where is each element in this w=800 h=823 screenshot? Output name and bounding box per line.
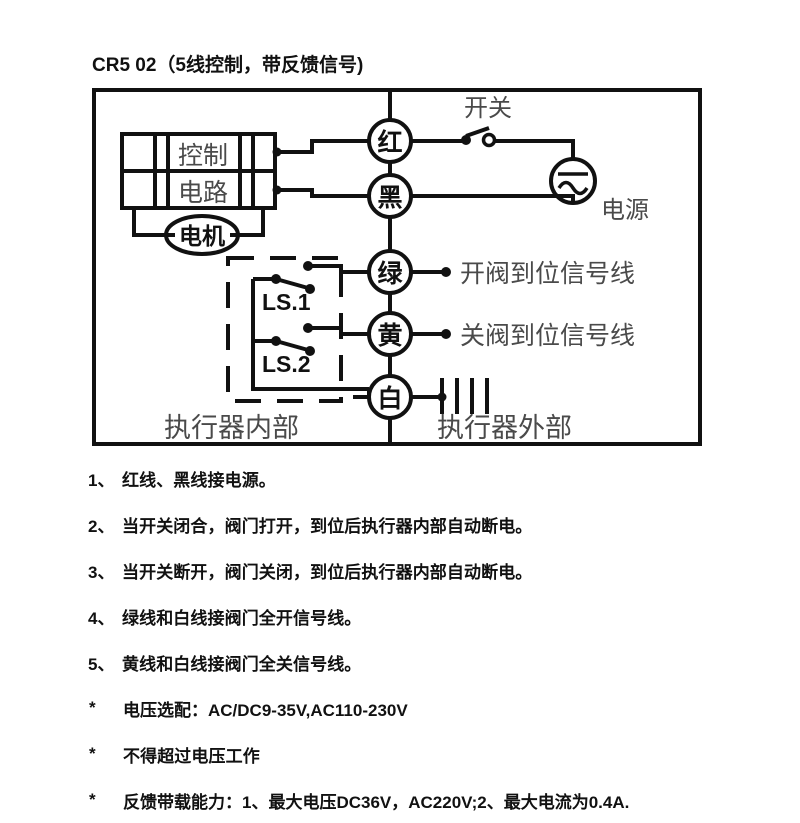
note-marker: 1、	[88, 470, 115, 490]
page-title: CR5 02（5线控制，带反馈信号)	[92, 55, 364, 76]
external-power-circuit: 开关 电源	[411, 95, 649, 224]
common-terminal-symbol	[411, 378, 489, 414]
note-item: * 不得超过电压工作	[0, 731, 800, 777]
switch-blade	[465, 126, 490, 138]
limit-switch-network: LS.1 LS.2	[251, 261, 371, 399]
note-marker: 3、	[88, 562, 115, 582]
motor-group: 电机	[132, 208, 265, 256]
diagram-frame	[92, 88, 702, 446]
switch-label: 开关	[464, 95, 512, 122]
sine-wave-icon	[557, 180, 589, 196]
motor-label: 电机	[179, 224, 225, 249]
wire-terminal-yellow-label: 黄	[377, 322, 402, 350]
note-marker: 2、	[88, 516, 115, 536]
wire-terminals: 红 黑 绿 黄 白	[367, 118, 413, 420]
note-text: 当开关断开，阀门关闭，到位后执行器内部自动断电。	[122, 562, 533, 582]
zone-label-internal: 执行器内部	[164, 413, 299, 443]
signal-output-leads: 开阀到位信号线 关阀到位信号线	[411, 260, 635, 350]
zone-label-external: 执行器外部	[437, 413, 572, 443]
wire-terminal-green-label: 绿	[377, 259, 403, 288]
control-circuit-block: 控制 电路	[120, 132, 277, 210]
limit-switch-1-label: LS.1	[262, 289, 311, 315]
note-text: 不得超过电压工作	[123, 746, 260, 766]
signal-label-close-position: 关阀到位信号线	[460, 322, 635, 350]
switch-contact-left	[461, 135, 471, 145]
switch-contact-right	[481, 132, 497, 148]
note-text: 当开关闭合，阀门打开，到位后执行器内部自动断电。	[122, 516, 533, 536]
power-leads	[272, 139, 369, 198]
limit-switch-2-label: LS.2	[262, 351, 311, 377]
note-marker: 4、	[88, 608, 115, 628]
note-text: 反馈带载能力：1、最大电压DC36V，AC220V;2、最大电流为0.4A.	[123, 792, 630, 812]
ls1-blade	[275, 277, 309, 290]
signal-terminal-dot-green	[441, 267, 451, 277]
signal-terminal-dot-yellow	[441, 329, 451, 339]
wiring-diagram: 控制 电路 电机	[92, 88, 702, 446]
note-item: 3、 当开关断开，阀门关闭，到位后执行器内部自动断电。	[0, 547, 800, 593]
wire-terminal-white-label: 白	[377, 384, 402, 413]
note-marker: *	[89, 790, 96, 809]
note-item: * 反馈带载能力：1、最大电压DC36V，AC220V;2、最大电流为0.4A.	[0, 777, 800, 823]
note-item: * 电压选配：AC/DC9-35V,AC110-230V	[0, 685, 800, 731]
wire-terminal-black-label: 黑	[377, 184, 402, 212]
power-source-label: 电源	[601, 197, 649, 224]
terminal-dot-black	[272, 185, 282, 195]
signal-label-open-position: 开阀到位信号线	[460, 260, 635, 288]
note-marker: 5、	[88, 654, 115, 674]
control-box-line1: 控制	[178, 142, 228, 170]
note-marker: *	[89, 698, 96, 717]
control-box-line2: 电路	[178, 179, 228, 207]
note-item: 1、 红线、黑线接电源。	[0, 455, 800, 501]
note-text: 电压选配：AC/DC9-35V,AC110-230V	[123, 700, 408, 720]
note-item: 2、 当开关闭合，阀门打开，到位后执行器内部自动断电。	[0, 501, 800, 547]
note-text: 绿线和白线接阀门全开信号线。	[122, 608, 362, 628]
note-text: 红线、黑线接电源。	[122, 470, 276, 490]
ls1-contact	[305, 284, 315, 294]
wiring-diagram-page: CR5 02（5线控制，带反馈信号) 控制 电路 电机	[88, 55, 702, 812]
note-item: 5、 黄线和白线接阀门全关信号线。	[0, 639, 800, 685]
ls2-blade	[275, 339, 309, 352]
motor-symbol	[164, 214, 240, 256]
note-text: 黄线和白线接阀门全关信号线。	[122, 654, 362, 674]
wire-terminal-red-label: 红	[377, 128, 402, 157]
notes-list: 1、 红线、黑线接电源。 2、 当开关闭合，阀门打开，到位后执行器内部自动断电。…	[0, 455, 800, 823]
ls2-contact	[305, 346, 315, 356]
note-marker: *	[89, 744, 96, 763]
note-item: 4、 绿线和白线接阀门全开信号线。	[0, 593, 800, 639]
terminal-dot-red	[272, 147, 282, 157]
